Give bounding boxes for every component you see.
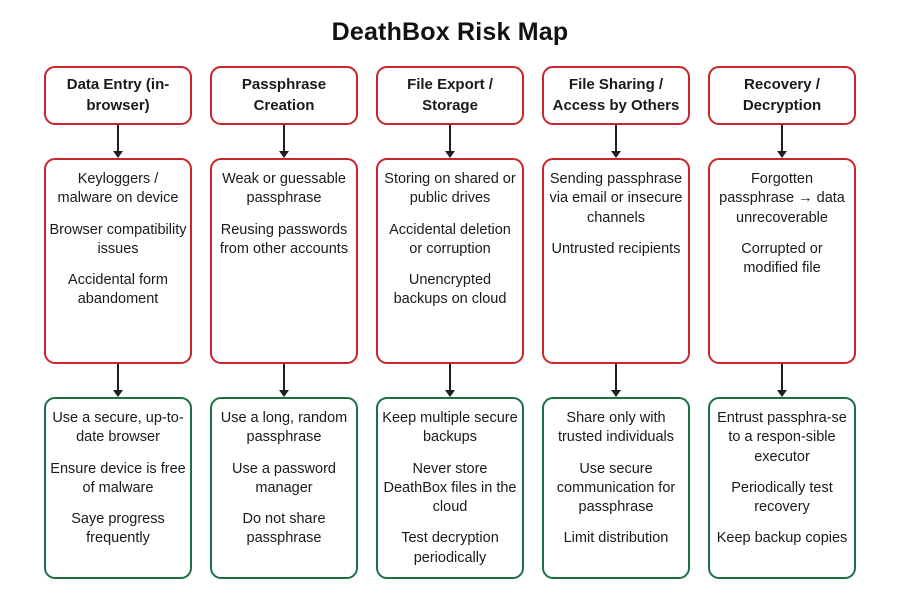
arrow-head — [445, 151, 455, 158]
arrow-head — [113, 151, 123, 158]
risk-box: Keyloggers / malware on device Browser c… — [44, 158, 192, 364]
mitigation-item: Share only with trusted individuals — [557, 410, 675, 446]
arrow-line — [117, 125, 119, 151]
arrow-head — [611, 151, 621, 158]
down-arrow-icon — [445, 364, 455, 397]
mitigation-item: Ensure device is free of malware — [50, 460, 186, 496]
stage-label: Recovery / Decryption — [742, 76, 822, 114]
risk-box: Sending passphrase via email or insecure… — [542, 158, 690, 364]
mitigation-item: Use a long, random passphrase — [220, 410, 348, 446]
mitigation-item: Limit distribution — [563, 530, 669, 547]
stage-box: File Sharing / Access by Others — [542, 66, 690, 125]
mitigation-item: Periodically test recovery — [731, 479, 833, 516]
page-title: DeathBox Risk Map — [331, 18, 569, 46]
stage-label: Passphrase Creation — [241, 76, 327, 114]
stage-box: Recovery / Decryption — [708, 66, 856, 125]
column-file-sharing: File Sharing / Access by Others Sending … — [542, 66, 690, 579]
mitigation-item: Never store DeathBox files in the cloud — [383, 460, 517, 516]
column-data-entry: Data Entry (in-browser) Keyloggers / mal… — [44, 66, 192, 579]
mitigation-item: Test decryption periodically — [401, 530, 499, 566]
risk-item: Browser compatibility issues — [49, 221, 187, 257]
mitigation-box: Keep multiple secure backups Never store… — [376, 397, 524, 579]
down-arrow-icon — [611, 125, 621, 158]
risk-item: Unencrypted backups on cloud — [393, 272, 507, 308]
stage-box: Passphrase Creation — [210, 66, 358, 125]
stage-box: Data Entry (in-browser) — [44, 66, 192, 125]
risk-item: Forgotten passphrase → data unrecoverabl… — [719, 171, 845, 226]
down-arrow-icon — [777, 125, 787, 158]
arrow-line — [283, 364, 285, 390]
arrow-head — [777, 390, 787, 397]
arrow-line — [615, 125, 617, 151]
down-arrow-icon — [611, 364, 621, 397]
mitigation-item: Entrust passphra-se to a respon-sible ex… — [717, 410, 847, 465]
stage-label: File Export / Storage — [407, 76, 493, 114]
risk-item: Sending passphrase via email or insecure… — [549, 171, 683, 226]
arrow-line — [615, 364, 617, 390]
down-arrow-icon — [445, 125, 455, 158]
mitigation-item: Saye progress frequently — [71, 511, 165, 547]
arrow-line — [449, 364, 451, 390]
mitigation-item: Keep multiple secure backups — [382, 410, 518, 446]
columns-grid: Data Entry (in-browser) Keyloggers / mal… — [0, 66, 900, 579]
risk-item: Accidental form abandoment — [68, 272, 168, 308]
arrow-line — [283, 125, 285, 151]
down-arrow-icon — [777, 364, 787, 397]
stage-box: File Export / Storage — [376, 66, 524, 125]
down-arrow-icon — [279, 125, 289, 158]
arrow-line — [449, 125, 451, 151]
down-arrow-icon — [113, 364, 123, 397]
arrow-line — [781, 364, 783, 390]
down-arrow-icon — [279, 364, 289, 397]
mitigation-box: Use a secure, up-to-date browser Ensure … — [44, 397, 192, 579]
column-recovery-decryption: Recovery / Decryption Forgotten passphra… — [708, 66, 856, 579]
mitigation-box: Entrust passphra-se to a respon-sible ex… — [708, 397, 856, 579]
column-passphrase-creation: Passphrase Creation Weak or guessable pa… — [210, 66, 358, 579]
risk-item: Untrusted recipients — [551, 240, 681, 257]
risk-box: Forgotten passphrase → data unrecoverabl… — [708, 158, 856, 364]
mitigation-item: Use secure communication for passphrase — [556, 460, 676, 516]
arrow-head — [777, 151, 787, 158]
column-file-export-storage: File Export / Storage Storing on shared … — [376, 66, 524, 579]
arrow-head — [279, 390, 289, 397]
mitigation-box: Use a long, random passphrase Use a pass… — [210, 397, 358, 579]
mitigation-item: Use a password manager — [232, 460, 336, 496]
arrow-head — [611, 390, 621, 397]
arrow-line — [781, 125, 783, 151]
mitigation-item: Do not share passphrase — [242, 511, 326, 547]
stage-label: File Sharing / Access by Others — [552, 76, 680, 114]
down-arrow-icon — [113, 125, 123, 158]
risk-item: Keyloggers / malware on device — [57, 171, 179, 207]
mitigation-item: Keep backup copies — [716, 530, 848, 547]
risk-item: Weak or guessable passphrase — [222, 171, 346, 207]
arrow-head — [113, 390, 123, 397]
risk-item: Reusing passwords from other accounts — [219, 221, 349, 257]
mitigation-item: Use a secure, up-to-date browser — [52, 410, 184, 446]
risk-item: Accidental deletion or corruption — [389, 221, 511, 257]
arrow-head — [279, 151, 289, 158]
mitigation-box: Share only with trusted individuals Use … — [542, 397, 690, 579]
risk-box: Storing on shared or public drives Accid… — [376, 158, 524, 364]
stage-label: Data Entry (in-browser) — [66, 76, 170, 114]
risk-item: Corrupted or modified file — [741, 240, 823, 277]
risk-box: Weak or guessable passphrase Reusing pas… — [210, 158, 358, 364]
arrow-head — [445, 390, 455, 397]
arrow-line — [117, 364, 119, 390]
risk-item: Storing on shared or public drives — [384, 171, 516, 207]
